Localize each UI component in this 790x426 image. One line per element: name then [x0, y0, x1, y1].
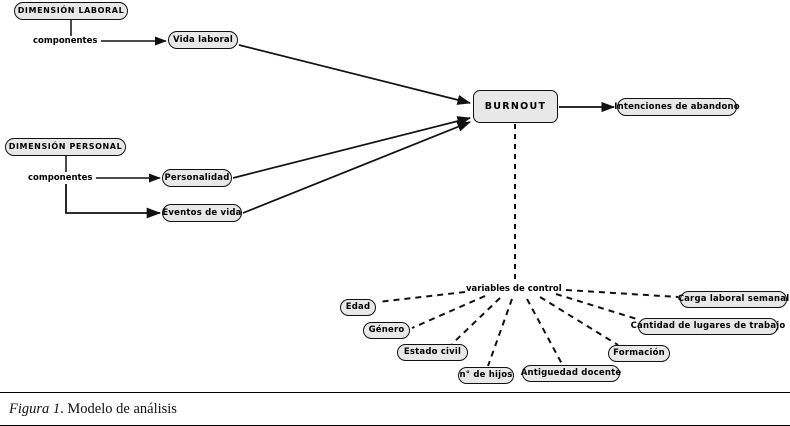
node-antiguedad-docente[interactable]: Antiguedad docente	[521, 365, 621, 382]
connector-variables-edad	[377, 291, 466, 303]
connector-personal-componentes	[65, 156, 162, 219]
figure-caption: Figura 1. Modelo de análisis	[0, 392, 790, 426]
connector-variables-genero	[411, 295, 486, 329]
label-componentes-personal: componentes	[28, 173, 93, 183]
connector-variables-hijos	[487, 298, 513, 367]
node-edad[interactable]: Edad	[340, 299, 376, 316]
node-formacion[interactable]: Formación	[608, 345, 670, 362]
label-variables-de-control: variables de control	[466, 284, 562, 294]
node-dimension-personal[interactable]: DIMENSIÓN PERSONAL	[5, 138, 126, 156]
connector-variables-formacion	[539, 296, 619, 346]
label-componentes-laboral: componentes	[33, 36, 98, 46]
node-cantidad-de-lugares-de-trabajo[interactable]: Cantidad de lugares de trabajo	[631, 318, 785, 335]
diagram-canvas: DIMENSIÓN LABORAL DIMENSIÓN PERSONAL com…	[5, 2, 789, 384]
node-vida-laboral[interactable]: Vida laboral	[168, 31, 238, 49]
connector-variables-carga	[565, 289, 679, 298]
diagram-connectors	[65, 20, 679, 367]
caption-figure-number: Figura 1	[9, 400, 61, 417]
node-dimension-laboral[interactable]: DIMENSIÓN LABORAL	[14, 2, 128, 20]
node-estado-civil[interactable]: Estado civil	[397, 344, 468, 361]
connector-vida-burnout	[238, 44, 471, 105]
node-personalidad[interactable]: Personalidad	[162, 169, 232, 187]
connector-laboral-componentes	[70, 20, 167, 46]
node-carga-laboral-semanal[interactable]: Carga laboral semanal	[678, 291, 789, 308]
connector-variables-estado-civil	[451, 297, 501, 345]
node-n-de-hijos[interactable]: n° de hijos	[458, 367, 514, 384]
connector-variables-cantidad	[555, 293, 641, 321]
connector-eventos-burnout	[242, 121, 471, 214]
node-genero[interactable]: Género	[363, 322, 410, 339]
connector-personalidad-burnout	[232, 116, 471, 179]
node-intenciones-de-abandono[interactable]: Intenciones de abandono	[614, 98, 740, 116]
connector-variables-antiguedad	[526, 298, 563, 365]
node-eventos-de-vida[interactable]: Eventos de vida	[162, 204, 242, 222]
node-burnout[interactable]: BURNOUT	[473, 90, 558, 123]
caption-text: . Modelo de análisis	[60, 400, 177, 417]
